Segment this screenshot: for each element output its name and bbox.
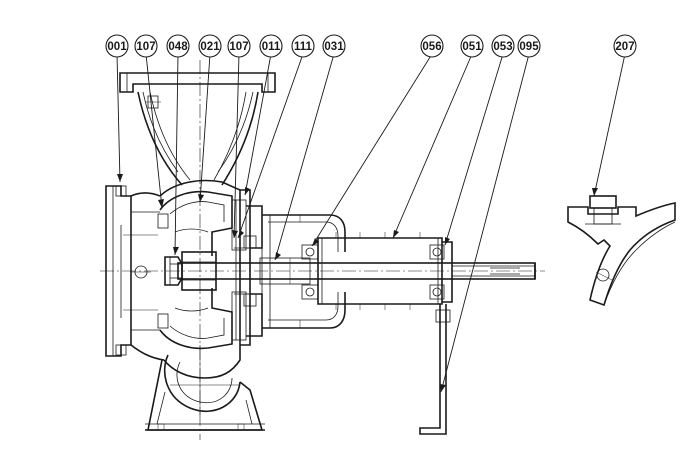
callout-031: 031 [322,34,346,58]
svg-text:207: 207 [615,41,634,53]
svg-text:051: 051 [462,41,482,53]
callout-095: 095 [517,34,541,58]
svg-text:021: 021 [200,41,220,53]
detail-207-view [567,195,676,307]
callout-107-b: 107 [227,34,251,58]
svg-text:107: 107 [229,41,248,53]
svg-text:095: 095 [519,41,539,53]
center-lines [100,60,545,440]
svg-text:111: 111 [294,41,313,53]
svg-text:001: 001 [107,41,127,53]
callout-021: 021 [198,34,222,58]
svg-text:107: 107 [136,41,155,53]
svg-text:011: 011 [262,41,281,53]
casing-cover [231,199,263,341]
callout-053: 053 [491,34,515,58]
svg-text:053: 053 [493,41,512,53]
support-foot [419,304,451,435]
callout-207: 207 [613,34,637,58]
svg-text:031: 031 [324,41,344,53]
callout-bubbles: 001 107 048 021 107 011 111 031 [105,34,637,58]
svg-text:056: 056 [422,41,441,53]
callout-107-a: 107 [134,34,158,58]
callout-011: 011 [259,34,283,58]
leader-lines [116,53,626,393]
callout-051: 051 [460,34,484,58]
bearing-bracket [261,214,453,329]
callout-056: 056 [420,34,444,58]
impeller [157,190,233,350]
svg-text:048: 048 [168,41,188,53]
pump-casing [105,72,276,431]
callout-001: 001 [105,34,129,58]
callout-048: 048 [166,34,190,58]
callout-111: 111 [291,34,315,58]
